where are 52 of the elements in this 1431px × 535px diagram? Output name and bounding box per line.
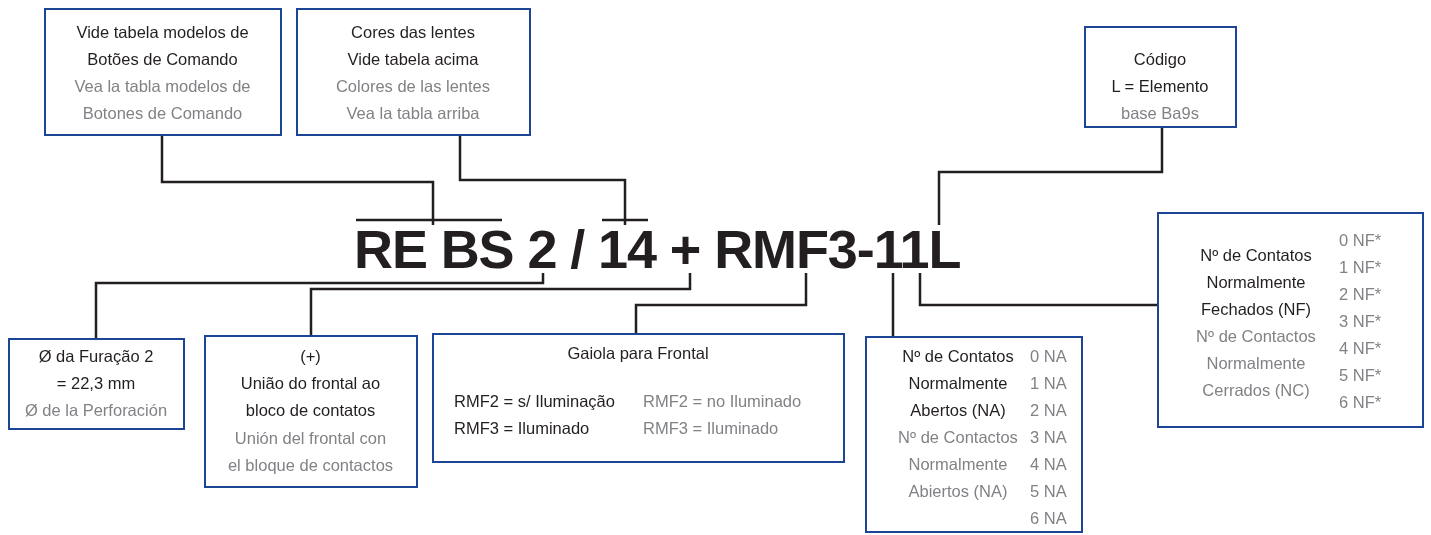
callout-text: Nº de Contatos Normalmente Fechados (NF)	[1199, 245, 1313, 320]
callout-text: Vide tabela modelos de Botões de Comando	[75, 22, 250, 70]
callout-text: 5 NF*	[1339, 365, 1383, 386]
callout-text: União do frontal ao bloco de contatos	[239, 373, 382, 421]
product-code: RE BS 2 / 14 + RMF3-11L	[354, 225, 961, 273]
leader-line	[160, 136, 435, 225]
callout-text: (+)	[299, 346, 322, 367]
callout-text: 0 NF*	[1339, 230, 1383, 251]
callout-text: RMF2 = s/ Iluminação	[454, 391, 616, 412]
callout-text: 6 NF*	[1339, 392, 1383, 413]
callout-text: 4 NA	[1030, 454, 1068, 475]
callout-box	[8, 338, 185, 430]
leader-line	[458, 136, 627, 225]
callout-text: Unión del frontal con el bloque de contactos	[226, 428, 395, 476]
callout-text: 3 NF*	[1339, 311, 1383, 332]
callout-text: 1 NF*	[1339, 257, 1383, 278]
callout-text: 0 NA	[1030, 346, 1068, 367]
leader-line	[918, 273, 1157, 307]
leader-line	[634, 273, 808, 333]
leader-line	[309, 273, 692, 335]
callout-text: Ø de la Perforación	[23, 400, 169, 421]
callout-box	[44, 8, 282, 136]
callout-box	[432, 333, 845, 463]
callout-text: Código	[1132, 49, 1188, 70]
callout-text: Cores das lentes Vide tabela acima	[346, 22, 480, 70]
callout-box	[1084, 26, 1237, 128]
callout-text: 1 NA	[1030, 373, 1068, 394]
callout-text: Nº de Contactos Normalmente Abiertos (NA)	[897, 427, 1019, 502]
leader-line	[94, 273, 545, 338]
callout-box	[296, 8, 531, 136]
callout-text: 6 NA	[1030, 508, 1068, 529]
leader-line	[937, 128, 1164, 225]
callout-text: Gaiola para Frontal	[566, 343, 710, 364]
callout-text: 4 NF*	[1339, 338, 1383, 359]
callout-text: Nº de Contatos Normalmente Abertos (NA)	[901, 346, 1015, 421]
callout-box	[865, 336, 1083, 533]
callout-text: RMF3 = Iluminado	[643, 418, 780, 439]
callout-text: 2 NA	[1030, 400, 1068, 421]
callout-text: Colores de las lentes Vea la tabla arriba	[334, 76, 492, 124]
callout-text: 2 NF*	[1339, 284, 1383, 305]
callout-text: RMF2 = no Iluminado	[643, 391, 803, 412]
callout-text: L = Elemento	[1110, 76, 1210, 97]
callout-text: 5 NA	[1030, 481, 1068, 502]
callout-text: RMF3 = Iluminado	[454, 418, 591, 439]
callout-box	[1157, 212, 1424, 428]
callout-text: Ø da Furação 2 = 22,3 mm	[37, 346, 155, 394]
callout-text: 3 NA	[1030, 427, 1068, 448]
callout-box	[204, 335, 418, 488]
callout-text: base Ba9s	[1120, 103, 1200, 124]
callout-text: Vea la tabla modelos de Botones de Comando	[73, 76, 252, 124]
callout-text: Nº de Contactos Normalmente Cerrados (NC)	[1195, 326, 1317, 401]
leader-line	[891, 273, 895, 336]
